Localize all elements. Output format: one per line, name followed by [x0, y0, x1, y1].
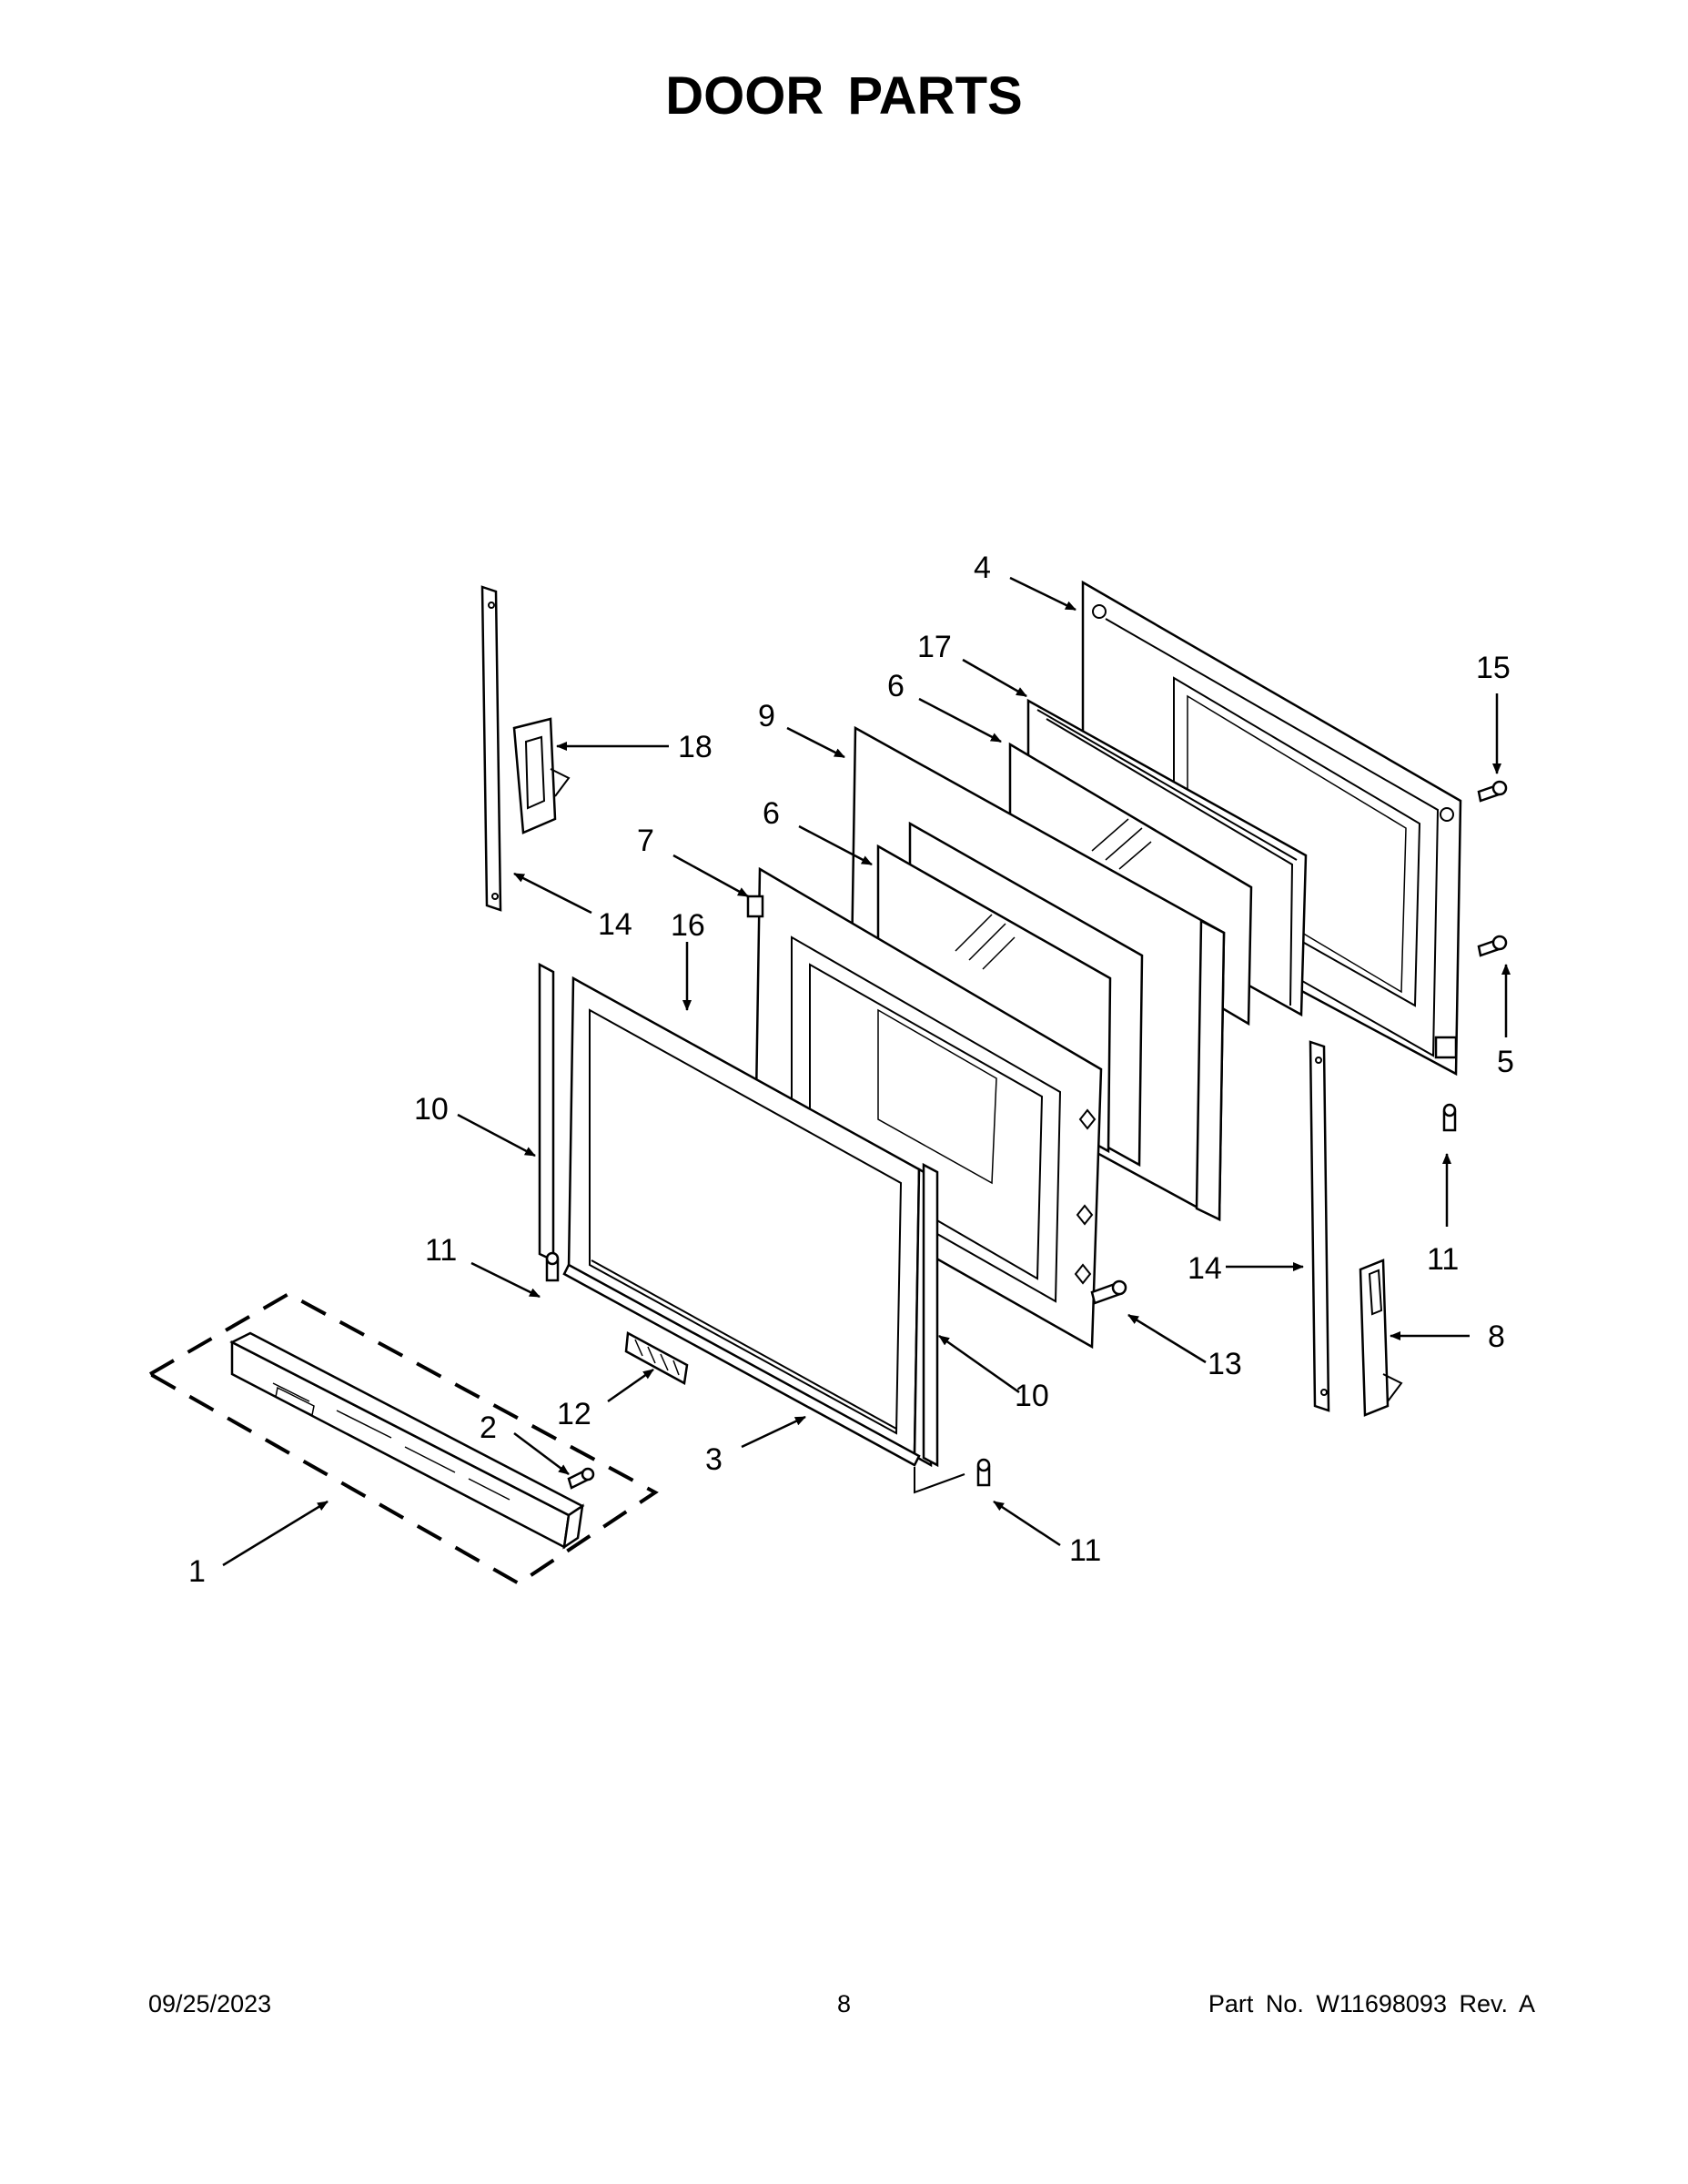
screw-11-left: [545, 1251, 560, 1282]
callout-8: 8: [1488, 1320, 1505, 1354]
hinge-right: [1359, 1259, 1403, 1417]
hinge-receiver-left: [480, 585, 502, 912]
leader-arrows: [222, 576, 1511, 1567]
callout-14-left: 14: [598, 907, 632, 942]
whirlpool-badge: [624, 1331, 689, 1385]
callout-2: 2: [480, 1410, 497, 1445]
screw-2: [567, 1467, 595, 1490]
side-trim-left: [538, 962, 555, 1262]
callout-1: 1: [188, 1554, 206, 1589]
hinge-left: [512, 717, 571, 834]
hinge-receiver-right: [1309, 1040, 1330, 1412]
callout-11-right: 11: [1427, 1242, 1459, 1277]
callout-6-front: 6: [763, 796, 780, 831]
callout-11-left: 11: [425, 1233, 457, 1268]
callout-13: 13: [1208, 1347, 1242, 1381]
callout-3: 3: [705, 1442, 723, 1477]
callout-10-left: 10: [414, 1092, 449, 1127]
callout-16: 16: [671, 908, 705, 943]
footer-page-number: 8: [836, 1990, 852, 2017]
callout-10-right: 10: [1015, 1379, 1049, 1413]
callout-12: 12: [557, 1397, 591, 1431]
screw-11-bottom: [976, 1458, 991, 1487]
callout-9: 9: [758, 699, 775, 733]
callout-6-rear: 6: [887, 669, 905, 703]
callout-7: 7: [637, 824, 654, 858]
footer-date: 09/25/2023: [148, 1990, 272, 2017]
callout-17: 17: [917, 630, 952, 664]
screw-13: [1090, 1279, 1127, 1305]
inner-door-panel: [1081, 580, 1462, 1077]
bottom-trim: [562, 1263, 921, 1467]
footer-part-number: Part No. W11698093 Rev. A: [1208, 1990, 1535, 2017]
callout-11-bottom: 11: [1069, 1533, 1101, 1568]
side-trim-right: [914, 1162, 965, 1494]
callout-18: 18: [678, 730, 713, 764]
screw-15: [1477, 780, 1508, 803]
screw-5: [1477, 935, 1508, 957]
screw-11-right: [1442, 1103, 1457, 1132]
door-handle-assembly: [146, 1291, 659, 1586]
callout-4: 4: [974, 551, 991, 585]
glass-pack-frame: [746, 866, 1103, 1350]
page-title: DOOR PARTS: [665, 66, 1023, 126]
callout-15: 15: [1476, 651, 1511, 685]
callout-14-right: 14: [1188, 1251, 1222, 1286]
callout-5: 5: [1497, 1045, 1514, 1079]
